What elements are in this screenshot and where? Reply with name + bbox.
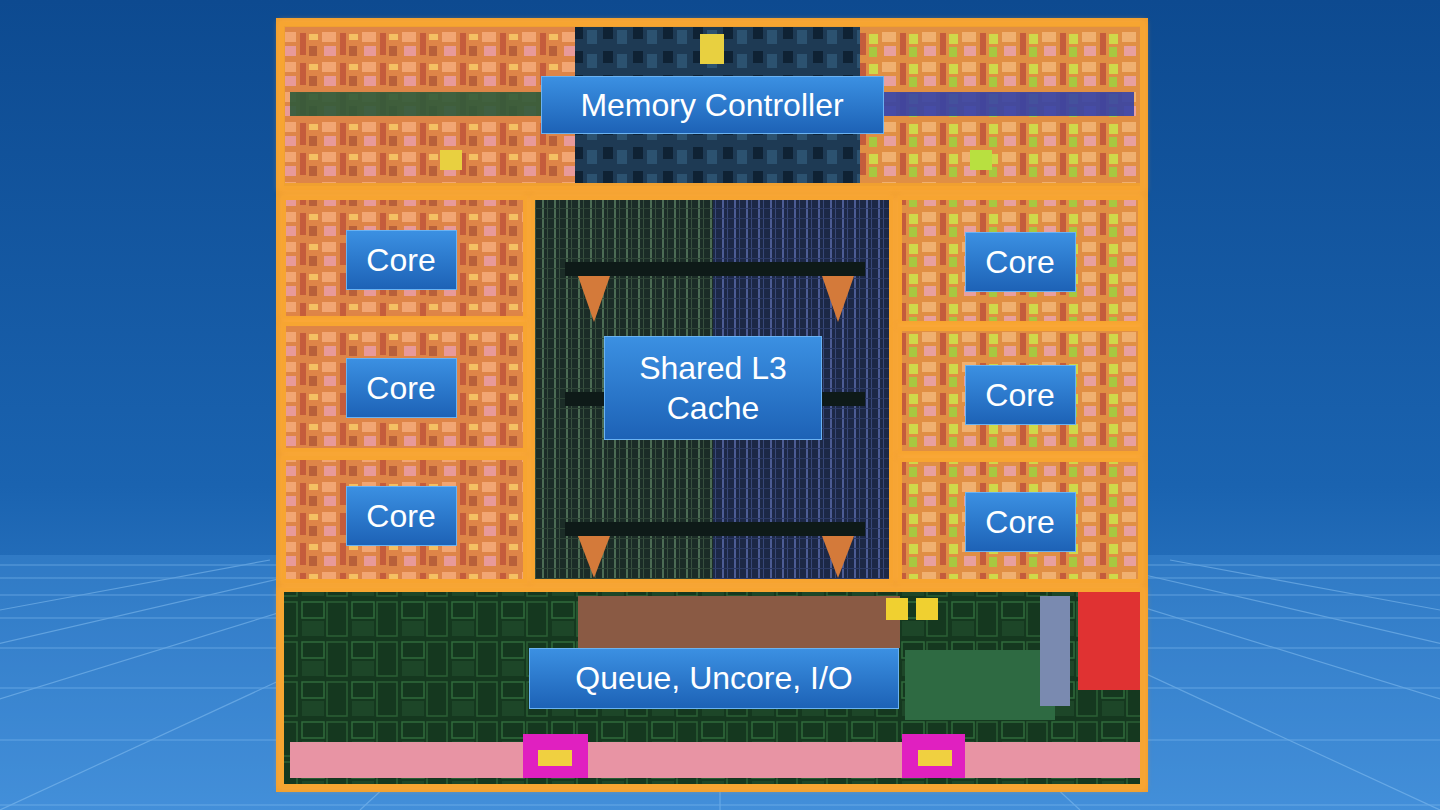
die-detail xyxy=(565,262,865,276)
die-detail xyxy=(822,536,854,578)
die-region: Queue, Uncore, I/O xyxy=(280,588,1144,788)
region-label: Core xyxy=(346,230,457,290)
die-detail xyxy=(286,326,523,448)
die xyxy=(276,18,1148,792)
region-name: Core xyxy=(366,368,435,408)
die-detail xyxy=(866,92,1134,116)
die-detail xyxy=(700,34,724,64)
region-label: Core xyxy=(346,358,457,418)
region-name: Shared L3 Cache xyxy=(621,348,805,428)
die-detail xyxy=(290,92,572,116)
die-detail xyxy=(284,592,1140,786)
die-region: Memory Controller xyxy=(280,22,1144,190)
die-detail xyxy=(578,596,900,648)
region-name: Core xyxy=(985,242,1054,282)
die-detail xyxy=(0,560,270,810)
region-name: Core xyxy=(985,375,1054,415)
die-detail xyxy=(575,27,860,183)
die-detail xyxy=(538,750,572,766)
die-detail xyxy=(578,276,610,322)
region-label: Core xyxy=(965,365,1076,425)
die-detail xyxy=(440,150,462,170)
die-detail xyxy=(905,650,1055,720)
die-region: Core xyxy=(282,196,527,320)
region-name: Queue, Uncore, I/O xyxy=(575,658,852,698)
die-detail xyxy=(902,462,1138,579)
die-detail xyxy=(523,734,588,778)
die-detail xyxy=(285,27,575,183)
region-label: Core xyxy=(965,492,1076,552)
die-detail xyxy=(1078,592,1140,690)
die-region: Core xyxy=(898,458,1142,583)
die-detail xyxy=(902,200,1138,321)
region-name: Core xyxy=(366,496,435,536)
die-detail xyxy=(902,734,965,778)
die-detail xyxy=(902,331,1138,451)
region-label: Queue, Uncore, I/O xyxy=(529,648,899,709)
die-detail xyxy=(916,598,938,620)
region-label: Shared L3 Cache xyxy=(604,336,822,440)
die-detail xyxy=(0,804,1440,805)
die-detail xyxy=(918,750,952,766)
die-detail xyxy=(822,276,854,322)
die-detail xyxy=(1040,596,1070,706)
die-detail xyxy=(970,150,992,170)
region-label: Memory Controller xyxy=(541,76,884,134)
die-region: Core xyxy=(898,327,1142,455)
die-detail xyxy=(276,18,1148,792)
die-region: Core xyxy=(282,322,527,452)
region-name: Core xyxy=(985,502,1054,542)
die-detail xyxy=(565,522,865,536)
die-region: Core xyxy=(898,196,1142,325)
region-label: Core xyxy=(346,486,457,546)
die-detail xyxy=(886,598,908,620)
die-region: Shared L3 Cache xyxy=(531,196,893,583)
die-detail xyxy=(290,742,1140,778)
die-detail xyxy=(1170,560,1440,810)
die-detail xyxy=(860,27,1140,183)
die-detail xyxy=(286,460,523,579)
die-region: Core xyxy=(282,456,527,583)
region-name: Core xyxy=(366,240,435,280)
floor-grid xyxy=(0,560,1440,810)
die-detail xyxy=(286,200,523,316)
region-name: Memory Controller xyxy=(580,85,843,125)
region-label: Core xyxy=(965,232,1076,292)
die-detail xyxy=(578,536,610,578)
